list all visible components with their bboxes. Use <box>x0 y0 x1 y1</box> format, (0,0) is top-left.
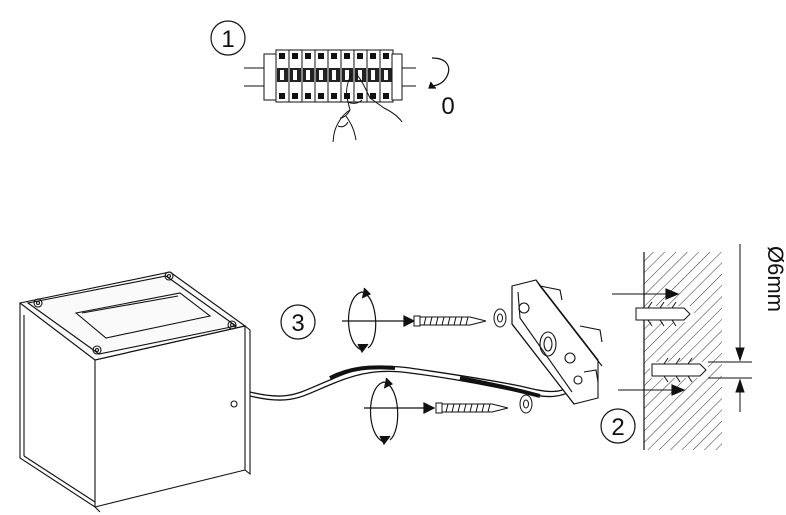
circuit-breaker <box>275 49 290 103</box>
switch-state-label: 0 <box>441 93 454 120</box>
circuit-breaker <box>314 49 329 103</box>
step-2-group: Ø6mm 2 <box>600 244 786 450</box>
wall-plug-upper-icon <box>635 301 691 327</box>
circuit-breakers <box>275 49 394 103</box>
insert-arrow-upper-icon <box>612 288 680 300</box>
step-3-label: 3 <box>291 310 304 337</box>
step-2-circle <box>600 408 636 444</box>
circuit-breaker <box>301 49 316 103</box>
insert-arrow-lower-icon <box>618 384 686 396</box>
step-1-label: 1 <box>221 26 234 53</box>
wall-plug-lower-icon <box>651 357 707 383</box>
hole-diameter-dimension <box>708 244 752 412</box>
step-2-label: 2 <box>611 414 624 441</box>
switch-off-arrow-icon <box>428 57 450 89</box>
washer-upper-icon <box>493 308 507 328</box>
circuit-breaker <box>379 49 394 103</box>
wall-lamp-box <box>18 271 251 513</box>
circuit-breaker <box>340 49 355 103</box>
mounting-plate <box>511 279 603 405</box>
circuit-breaker <box>353 49 368 103</box>
circuit-breaker <box>366 49 381 103</box>
wall-section <box>644 252 722 450</box>
hand-icon <box>332 73 403 143</box>
screw-upper-icon <box>413 315 487 327</box>
step-1-circle <box>210 20 246 56</box>
step-3-group: 3 <box>280 287 533 446</box>
rotate-screw-upper-icon <box>342 287 416 354</box>
rotate-screw-lower-icon <box>364 377 436 446</box>
step-1-group: 1 0 <box>210 20 455 143</box>
circuit-breaker <box>288 49 303 103</box>
breaker-panel <box>244 49 416 103</box>
power-cable <box>249 365 581 401</box>
step-3-circle <box>280 304 316 340</box>
screw-lower-icon <box>435 402 509 414</box>
circuit-breaker <box>327 49 342 103</box>
washer-lower-icon <box>519 394 533 414</box>
hole-diameter-label: Ø6mm <box>763 246 786 312</box>
